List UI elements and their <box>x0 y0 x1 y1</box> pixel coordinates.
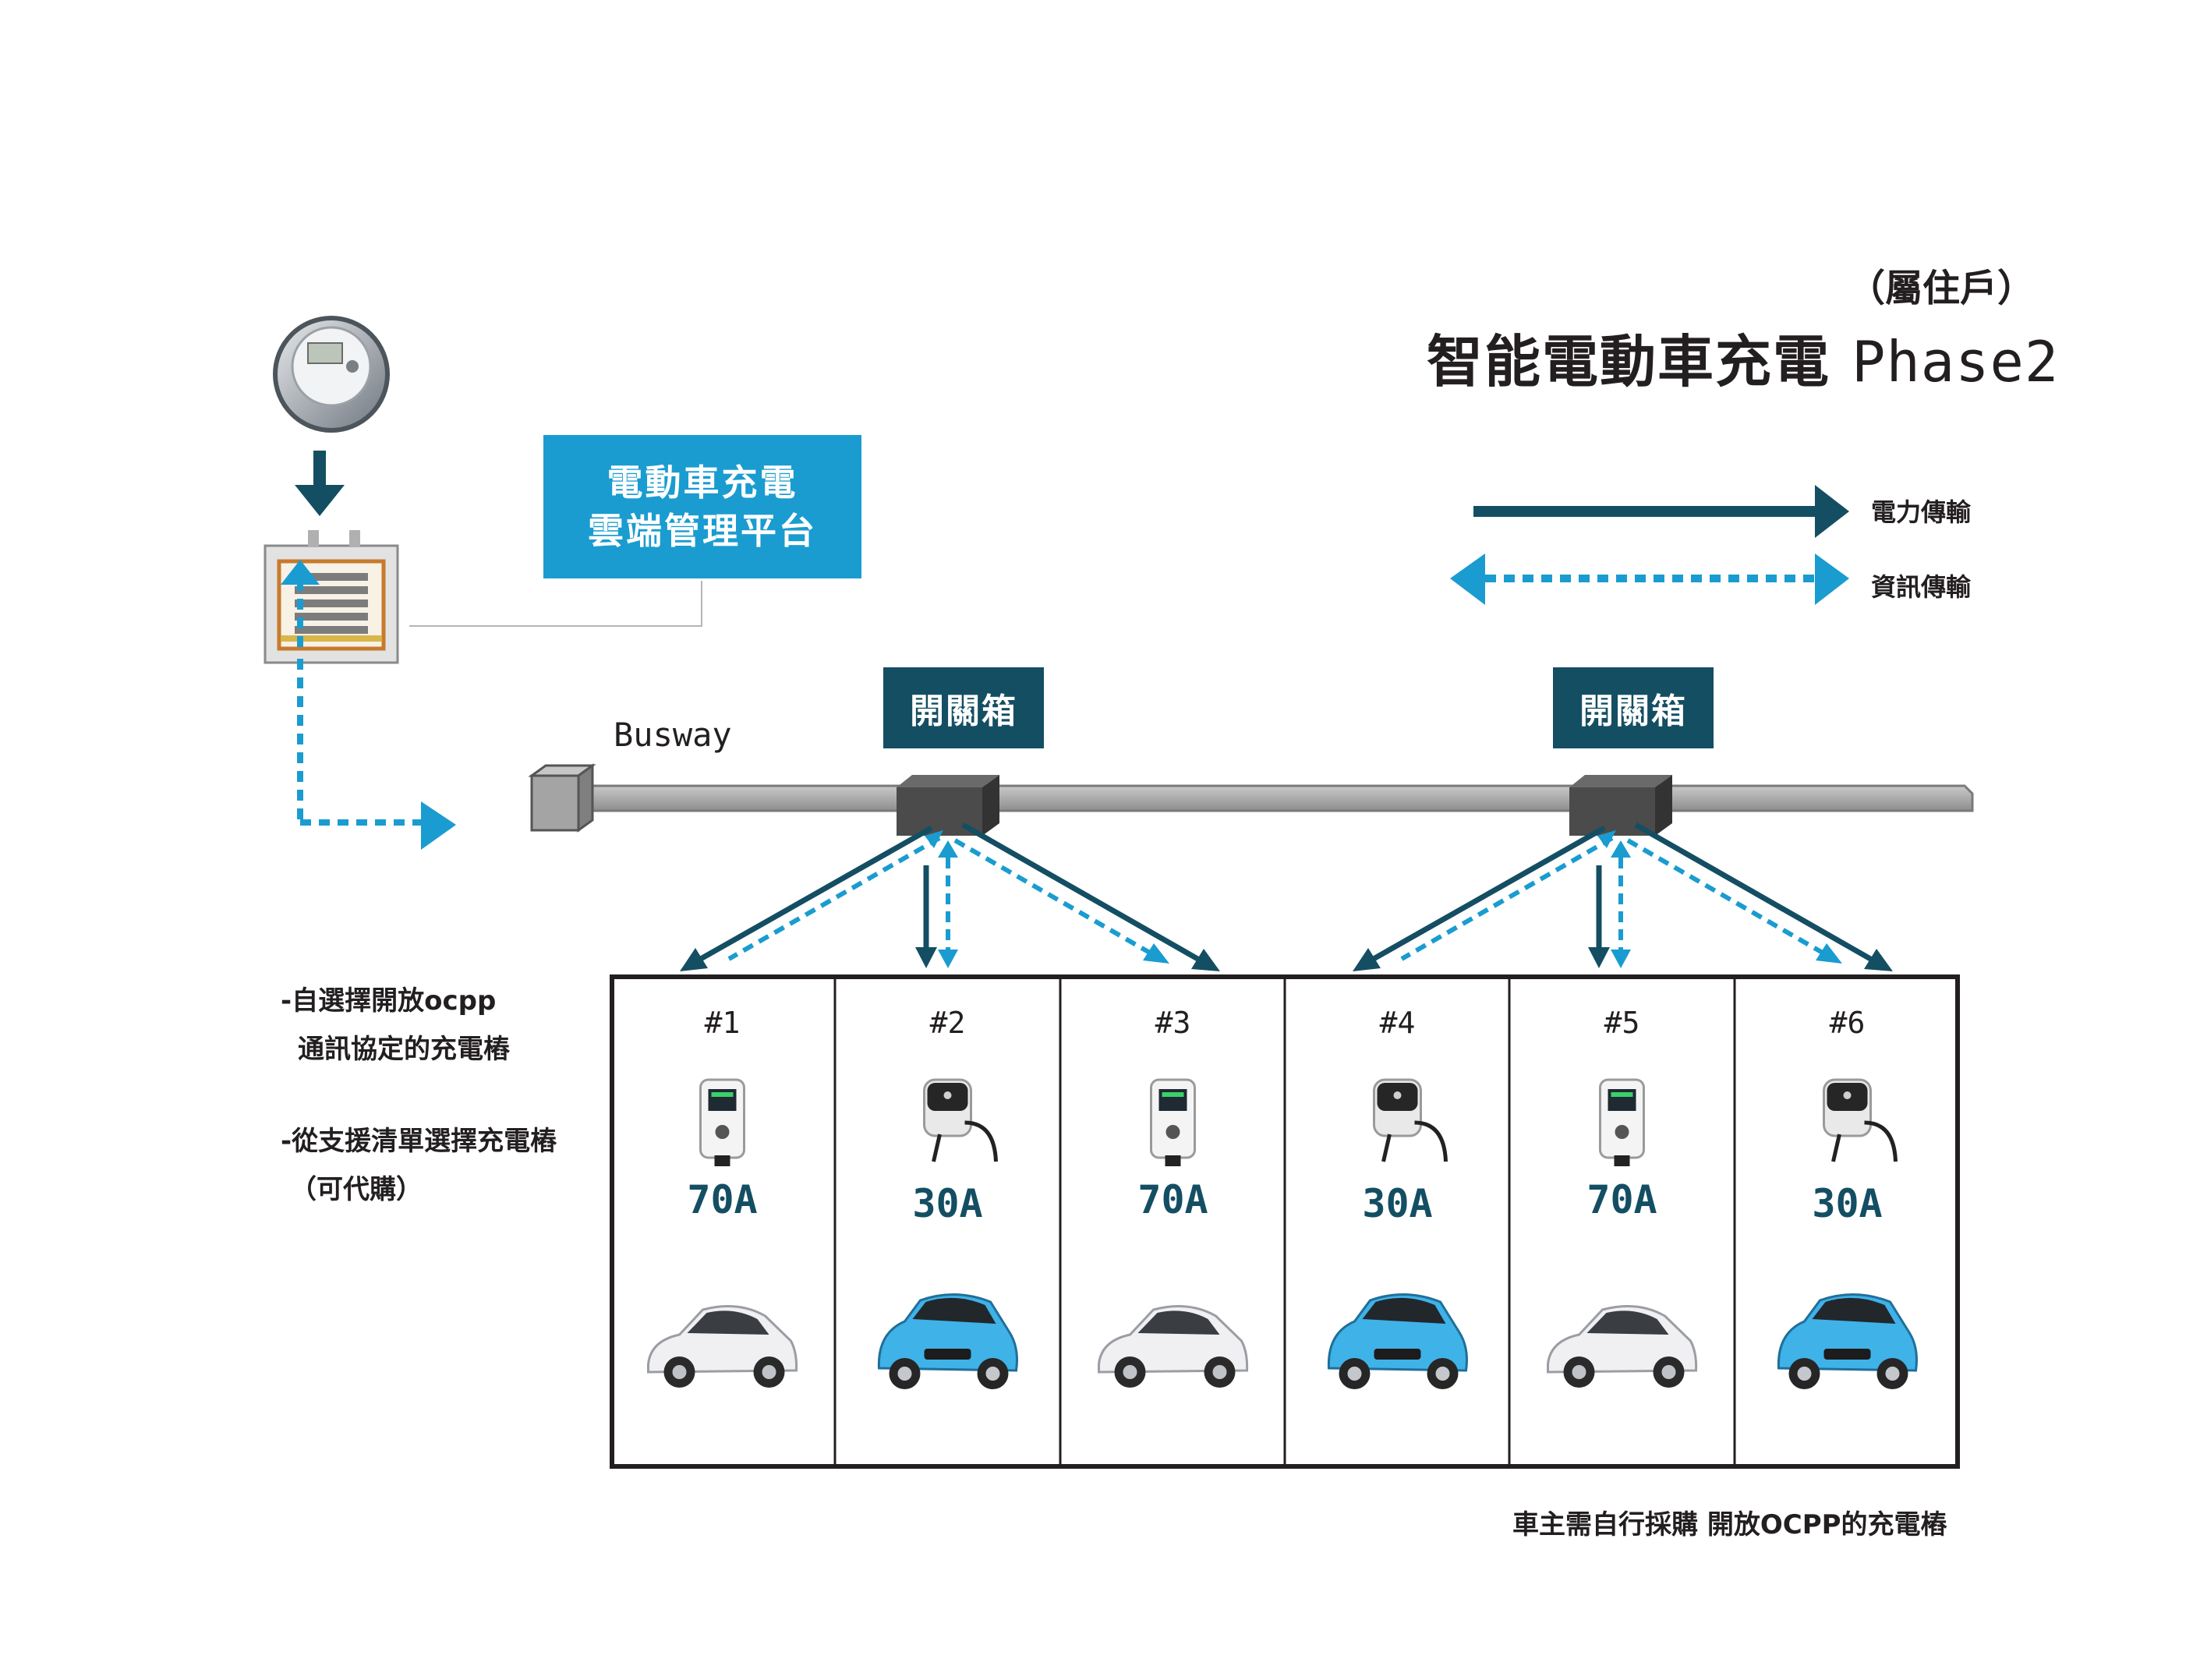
station-number-3: #3 <box>1155 1006 1191 1040</box>
blue-compact-icon <box>1327 1293 1468 1389</box>
station-number-2: #2 <box>929 1006 966 1040</box>
switchbox-label-1: 開關箱 <box>883 667 1044 748</box>
title-text: 智能電動車充電 <box>1427 329 1831 394</box>
busway-label: Busway <box>614 716 732 754</box>
electric-meter-icon <box>273 316 390 433</box>
white-sedan-icon <box>647 1305 798 1388</box>
note-line-4: （可代購） <box>290 1174 423 1205</box>
switchbox-block-icon <box>1569 775 1672 836</box>
station-number-4: #4 <box>1379 1006 1416 1040</box>
power-legend-arrow-icon <box>1473 485 1849 538</box>
charging-stations-frame <box>610 974 1960 1469</box>
station-amp-3: 70A <box>1137 1177 1208 1222</box>
black-wallbox-icon <box>1823 1078 1898 1162</box>
white-charger-icon <box>699 1078 745 1166</box>
distribution-arrows-group-2 <box>1353 822 1893 971</box>
station-number-5: #5 <box>1604 1006 1640 1040</box>
busway-icon <box>528 763 1974 833</box>
white-sedan-icon <box>1098 1305 1249 1388</box>
power-arrow-down-icon <box>295 451 345 516</box>
cloud-platform-line1: 電動車充電 <box>607 462 798 504</box>
phase-label: Phase2 <box>1852 329 2060 394</box>
station-amp-5: 70A <box>1586 1177 1657 1222</box>
blue-compact-icon <box>1777 1293 1918 1389</box>
station-amp-2: 30A <box>912 1181 983 1226</box>
distribution-arrows-group-1 <box>680 822 1220 971</box>
note-line-2: 通訊協定的充電樁 <box>298 1034 510 1065</box>
cloud-platform-box: 電動車充電 雲端管理平台 <box>543 435 861 578</box>
white-charger-icon <box>1599 1078 1645 1166</box>
legend-data-label: 資訊傳輸 <box>1871 572 1972 602</box>
white-charger-icon <box>1150 1078 1196 1166</box>
blue-compact-icon <box>877 1293 1018 1389</box>
legend-power-label: 電力傳輸 <box>1871 497 1972 527</box>
station-amp-6: 30A <box>1812 1181 1883 1226</box>
black-wallbox-icon <box>1373 1078 1448 1162</box>
page-title: 智能電動車充電 Phase2 <box>1427 316 2059 398</box>
station-amp-1: 70A <box>687 1177 758 1222</box>
note-line-3: -從支援清單選擇充電樁 <box>281 1126 557 1157</box>
data-path-to-busway <box>281 560 456 850</box>
station-dividers <box>833 977 1736 1466</box>
switchbox-label-2: 開關箱 <box>1553 667 1714 748</box>
owner-note: （屬住戶） <box>1848 267 2036 310</box>
station-number-6: #6 <box>1829 1006 1866 1040</box>
data-legend-arrow-icon <box>1450 554 1849 605</box>
white-sedan-icon <box>1547 1305 1698 1388</box>
station-number-1: #1 <box>704 1006 741 1040</box>
switchbox-block-icon <box>897 775 999 836</box>
footer-note: 車主需自行採購 開放OCPP的充電樁 <box>1512 1509 1947 1540</box>
station-icons <box>647 1078 1918 1389</box>
cloud-link-line <box>409 581 702 627</box>
note-line-1: -自選擇開放ocpp <box>281 985 497 1017</box>
station-amp-4: 30A <box>1362 1181 1433 1226</box>
black-wallbox-icon <box>923 1078 998 1162</box>
cloud-platform-line2: 雲端管理平台 <box>588 510 817 552</box>
distribution-panel-icon <box>264 530 399 664</box>
